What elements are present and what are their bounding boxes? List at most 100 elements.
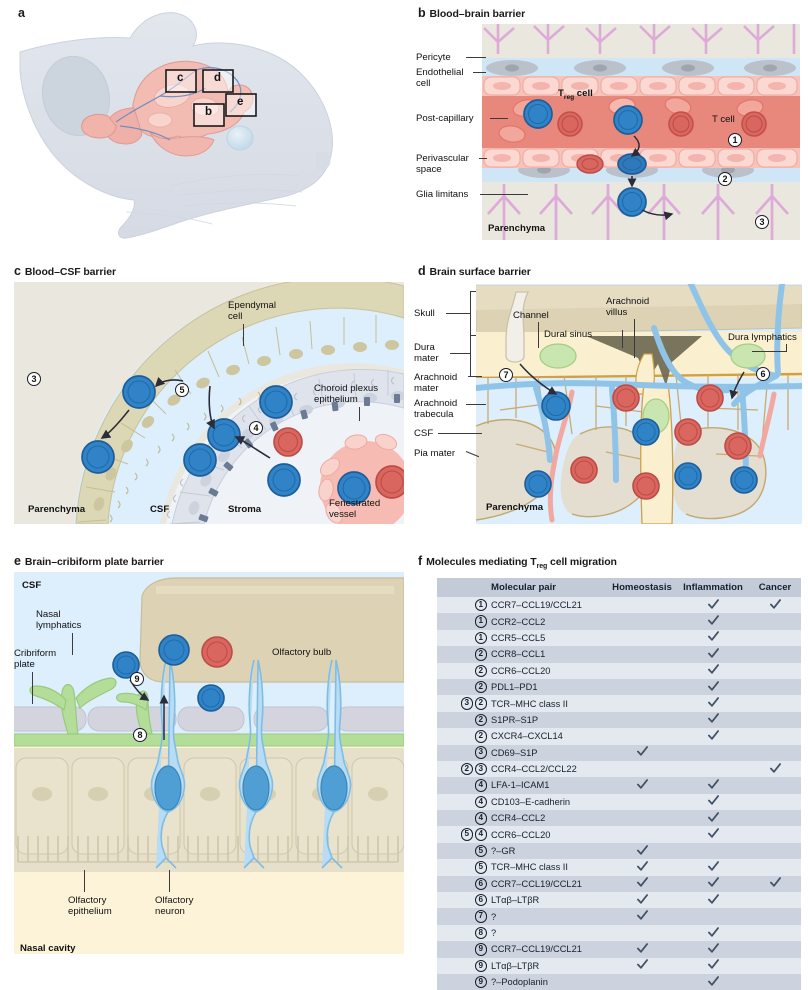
- checkmark-icon: [707, 975, 719, 990]
- step-badge: 2: [474, 697, 487, 710]
- checkmark-icon: [707, 697, 719, 711]
- cell-cancer: [749, 678, 801, 696]
- cell-homeostasis: [607, 662, 677, 679]
- cell-homeostasis: [607, 678, 677, 696]
- checkmark-icon: [769, 598, 781, 613]
- leader-glia-limitans: [480, 194, 528, 195]
- label-olfactory-neuron-l1: Olfactory: [155, 895, 194, 906]
- cell-step-badges: 5: [437, 859, 489, 876]
- cell-inflammation: [677, 711, 749, 729]
- cell-step-badges: 1: [437, 629, 489, 647]
- label-endothelial-cell-l2: cell: [416, 78, 431, 89]
- checkmark-icon: [707, 795, 719, 809]
- cell-homeostasis: [607, 760, 677, 778]
- label-olfactory-bulb: Olfactory bulb: [272, 647, 332, 658]
- cell-inflammation: [677, 597, 749, 614]
- label-cribriform-plate-l1: Cribriform: [14, 648, 57, 659]
- bracket-skull-bot: [470, 335, 476, 336]
- cell-step-badges: 4: [437, 810, 489, 827]
- checkmark-icon: [636, 877, 648, 891]
- checkmark-icon: [707, 893, 719, 908]
- panel-f-letter: f: [418, 554, 423, 568]
- cell-cancer: [749, 957, 801, 974]
- col-header-molecular-pair: Molecular pair: [489, 578, 607, 597]
- panel-a-box-b-label: b: [205, 106, 213, 118]
- cell-inflammation: [677, 810, 749, 827]
- cell-cancer: [749, 793, 801, 811]
- cell-cancer: [749, 842, 801, 860]
- step-marker-5-c: 5: [175, 383, 189, 397]
- checkmark-icon: [707, 615, 719, 629]
- label-csf-e: CSF: [22, 580, 42, 591]
- step-marker-3: 3: [755, 215, 769, 229]
- cell-inflammation: [677, 957, 749, 974]
- checkmark-icon: [707, 943, 719, 957]
- cell-step-badges: 9: [437, 973, 489, 990]
- step-marker-6-d: 6: [756, 367, 770, 381]
- cell-homeostasis: [607, 842, 677, 860]
- leader-channel: [538, 322, 539, 348]
- label-ependymal-cell-l2: cell: [228, 311, 243, 322]
- step-badge: 7: [474, 910, 487, 923]
- cell-step-badges: 1: [437, 613, 489, 630]
- cell-molecular-pair: LTαβ–LTβR: [489, 957, 607, 974]
- step-badge: 6: [474, 893, 487, 907]
- cell-inflammation: [677, 777, 749, 794]
- table-row: 7?: [437, 908, 801, 925]
- leader-dura: [450, 353, 470, 354]
- cell-molecular-pair: CCR6–CCL20: [489, 662, 607, 679]
- checkmark-icon: [707, 631, 719, 645]
- cell-molecular-pair: CCR7–CCL19/CCL21: [489, 875, 607, 893]
- cell-step-badges: 2: [437, 646, 489, 663]
- cell-homeostasis: [607, 957, 677, 974]
- cell-molecular-pair: CCR2–CCL2: [489, 613, 607, 630]
- cell-step-badges: 4: [437, 793, 489, 811]
- label-arachnoid-villus-l2: villus: [606, 307, 628, 318]
- cell-step-badges: 6: [437, 892, 489, 909]
- checkmark-icon: [636, 959, 648, 973]
- cell-inflammation: [677, 728, 749, 745]
- label-dura-mater-l2: mater: [414, 353, 439, 364]
- step-marker-7-d: 7: [499, 368, 513, 382]
- cell-inflammation: [677, 678, 749, 696]
- cell-homeostasis: [607, 924, 677, 942]
- label-olfactory-epithelium-l1: Olfactory: [68, 895, 107, 906]
- cell-cancer: [749, 597, 801, 614]
- leader-ependymal: [243, 324, 244, 346]
- molecules-table: Molecular pair Homeostasis Inflammation …: [437, 578, 801, 990]
- cell-inflammation: [677, 842, 749, 860]
- label-dura-lymphatics: Dura lymphatics: [728, 332, 797, 343]
- cell-inflammation: [677, 629, 749, 647]
- cell-molecular-pair: CCR8–CCL1: [489, 646, 607, 663]
- cell-step-badges: 8: [437, 924, 489, 942]
- panel-e-letter: e: [14, 554, 21, 568]
- panel-a-illustration: [19, 12, 334, 239]
- cell-molecular-pair: PDL1–PD1: [489, 678, 607, 696]
- cell-inflammation: [677, 973, 749, 990]
- cell-homeostasis: [607, 892, 677, 909]
- cell-cancer: [749, 695, 801, 712]
- label-csf-d: CSF: [414, 428, 434, 439]
- cell-inflammation: [677, 646, 749, 663]
- step-badge: 2: [474, 730, 487, 743]
- cell-step-badges: 9: [437, 941, 489, 958]
- cell-inflammation: [677, 892, 749, 909]
- step-marker-8-e: 8: [133, 728, 147, 742]
- cell-cancer: [749, 613, 801, 630]
- cell-step-badges: 5: [437, 842, 489, 860]
- cell-cancer: [749, 629, 801, 647]
- leader-villus: [634, 319, 635, 358]
- label-skull: Skull: [414, 308, 435, 319]
